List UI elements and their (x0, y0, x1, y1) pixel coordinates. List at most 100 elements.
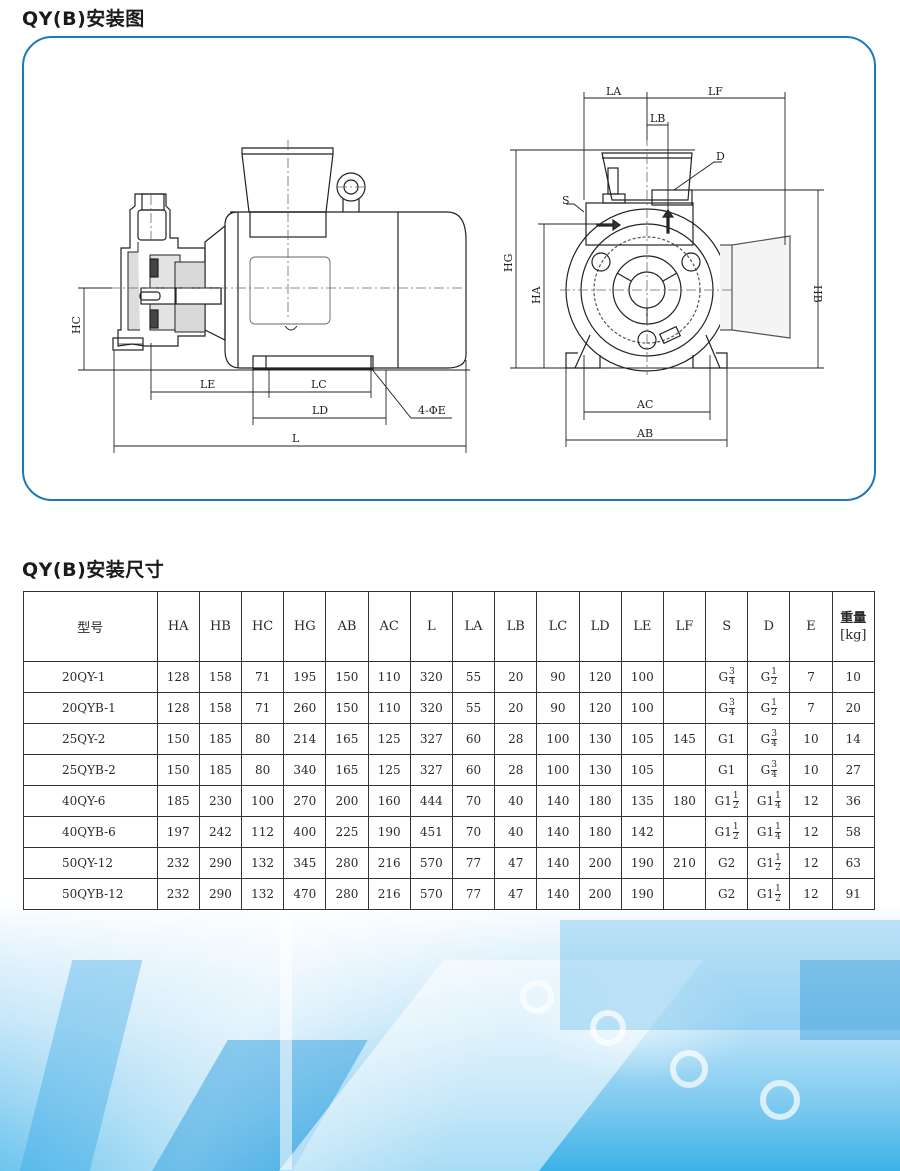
label-hb: HB (811, 285, 824, 303)
header-ld: LD (578, 591, 622, 662)
thread-size: G1 (718, 732, 735, 746)
header-lf: LF (662, 591, 707, 662)
cell-weight: 10 (831, 661, 876, 693)
cell-ha: 185 (156, 785, 200, 817)
side-view-pump-head (112, 193, 222, 351)
cell-e: 12 (789, 785, 833, 817)
thread-whole: G1 (718, 763, 736, 777)
cell-la: 77 (451, 878, 496, 910)
cell-hg: 195 (283, 661, 327, 693)
header-hb: HB (198, 591, 243, 662)
cell-la: 60 (451, 754, 496, 786)
cell-ha: 150 (156, 754, 200, 786)
cell-hg: 400 (283, 816, 327, 848)
fraction-numerator: 1 (775, 852, 781, 864)
cell-l: 444 (409, 785, 453, 817)
label-bolt: 4-ΦE (418, 404, 446, 417)
cell-la: 55 (451, 692, 496, 724)
header-weight-label: 重量 (840, 610, 867, 626)
header-ha: HA (156, 591, 200, 662)
cell-ac: 110 (367, 692, 411, 724)
label-la: LA (606, 85, 622, 98)
cell-weight: 63 (831, 847, 876, 879)
cell-ha: 150 (156, 723, 200, 755)
cell-model: 20QYB-1 (23, 692, 158, 724)
cell-e: 12 (789, 878, 833, 910)
cell-l: 451 (409, 816, 453, 848)
cell-lc: 100 (536, 754, 580, 786)
background-factory-photo (0, 900, 900, 1171)
cell-ab: 200 (325, 785, 369, 817)
label-l: L (292, 432, 300, 445)
cell-le: 135 (620, 785, 664, 817)
cell-ab: 280 (325, 847, 369, 879)
cell-ab: 165 (325, 754, 369, 786)
cell-lb: 40 (494, 785, 538, 817)
header-l: L (409, 591, 453, 662)
label-lc: LC (311, 378, 327, 391)
label-lb: LB (650, 112, 665, 125)
cell-s: G2 (705, 878, 749, 910)
fraction-numerator: 3 (771, 728, 777, 740)
cell-model: 25QY-2 (23, 723, 158, 755)
header-ac: AC (367, 591, 411, 662)
cell-ld: 200 (578, 847, 622, 879)
cell-l: 327 (409, 723, 453, 755)
cell-ld: 130 (578, 754, 622, 786)
cell-ld: 180 (578, 816, 622, 848)
thread-whole: G1 (714, 794, 732, 808)
fraction-numerator: 3 (771, 759, 777, 771)
header-e: E (789, 591, 833, 662)
cell-ld: 130 (578, 723, 622, 755)
header-ab: AB (325, 591, 369, 662)
fraction-denominator: 4 (729, 676, 735, 687)
cell-model: 40QY-6 (23, 785, 158, 817)
label-le: LE (200, 378, 215, 391)
thread-size: G2 (718, 856, 735, 870)
header-s: S (705, 591, 749, 662)
fraction-numerator: 1 (771, 697, 777, 709)
cell-lf (662, 816, 707, 848)
fraction-denominator: 2 (771, 676, 777, 687)
cell-weight: 91 (831, 878, 876, 910)
cell-model: 20QY-1 (23, 661, 158, 693)
header-hg: HG (283, 591, 327, 662)
cell-ac: 160 (367, 785, 411, 817)
cell-le: 100 (620, 661, 664, 693)
cell-model: 40QYB-6 (23, 816, 158, 848)
cell-e: 12 (789, 816, 833, 848)
cell-ac: 190 (367, 816, 411, 848)
cell-le: 190 (620, 878, 664, 910)
cell-hc: 100 (240, 785, 285, 817)
thread-whole: G1 (714, 825, 732, 839)
cell-lb: 20 (494, 692, 538, 724)
thread-whole: G1 (718, 732, 736, 746)
cell-ab: 280 (325, 878, 369, 910)
cell-lc: 90 (536, 661, 580, 693)
cell-ha: 128 (156, 692, 200, 724)
cell-lb: 28 (494, 723, 538, 755)
cell-hg: 214 (283, 723, 327, 755)
cell-model: 50QY-12 (23, 847, 158, 879)
